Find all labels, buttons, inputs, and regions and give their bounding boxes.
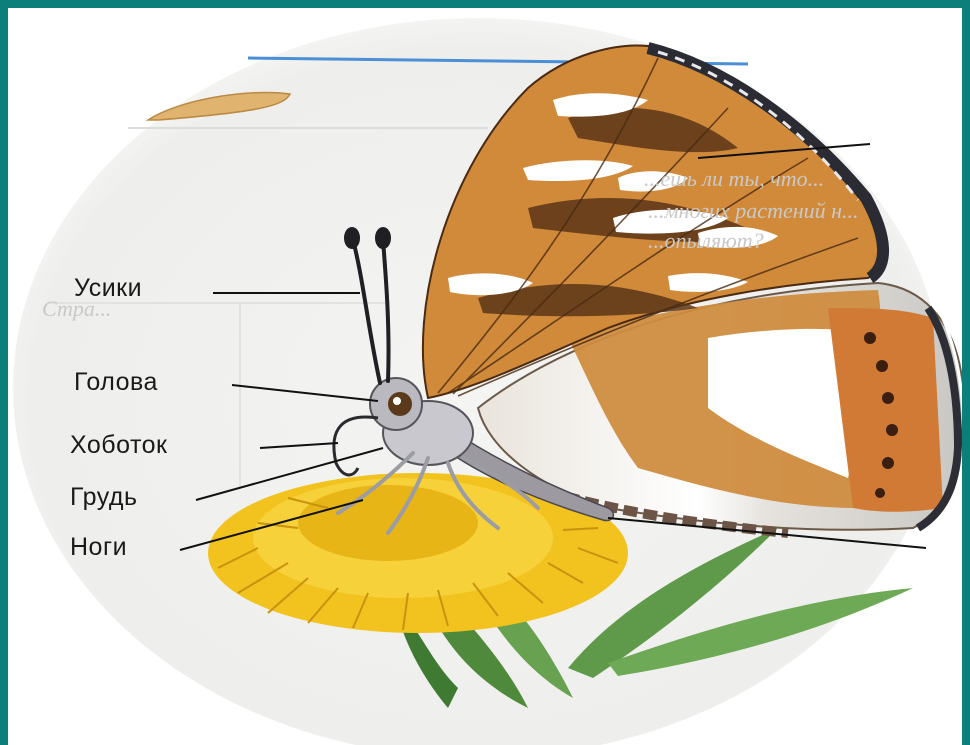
label-thorax: Грудь — [70, 485, 138, 510]
background-text: ...многих растений н... — [648, 200, 859, 222]
background-text: ...опыляют? — [648, 230, 764, 252]
label-antennae: Усики — [74, 276, 142, 301]
background-text: ...ешь ли ты, что... — [644, 168, 824, 190]
label-proboscis: Хоботок — [70, 433, 167, 458]
label-head: Голова — [74, 370, 158, 395]
diagram-frame: ...ешь ли ты, что... ...многих растений … — [8, 8, 962, 745]
label-legs: Ноги — [70, 535, 127, 560]
